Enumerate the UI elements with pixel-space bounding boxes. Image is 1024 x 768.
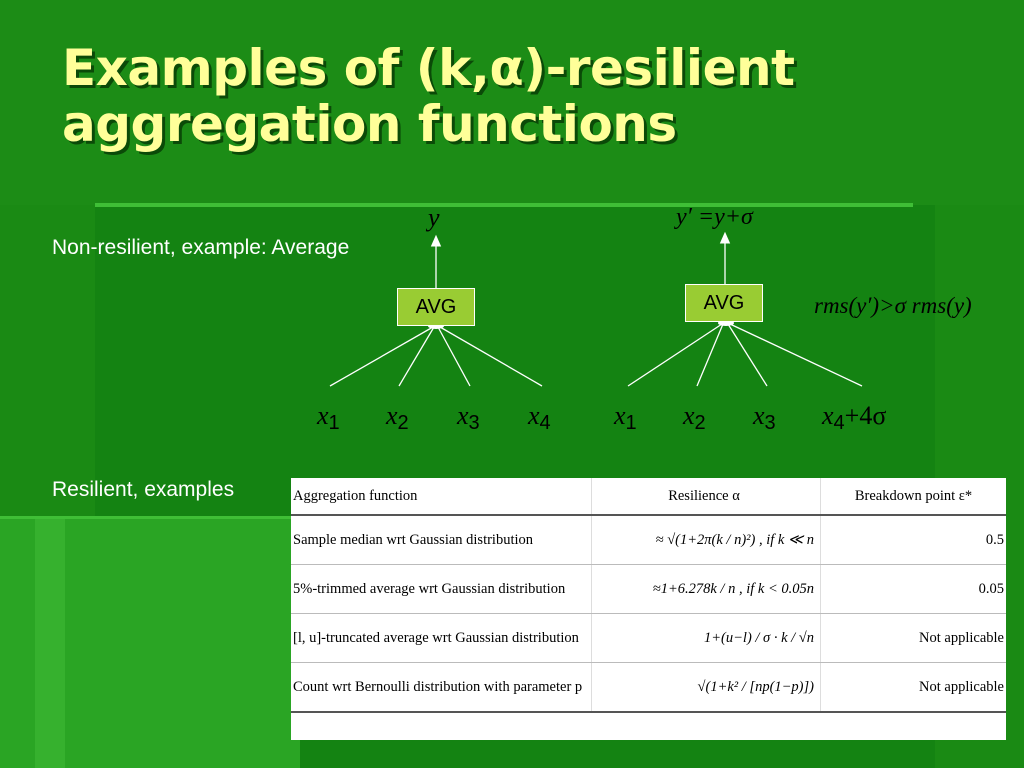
right-input-edge — [696, 323, 724, 387]
background-top — [0, 0, 1024, 205]
column-header-resilience: Resilience α — [591, 478, 821, 516]
cell-function: 5%-trimmed average wrt Gaussian distribu… — [291, 564, 592, 614]
cell-function: Sample median wrt Gaussian distribution — [291, 515, 592, 565]
slide-title-line2: aggregation functions — [62, 95, 677, 153]
right-input-x1: x1 — [614, 401, 637, 435]
left-input-x2: x2 — [386, 401, 409, 435]
right-input-x2: x2 — [683, 401, 706, 435]
background-strip — [35, 518, 65, 768]
cell-breakdown: Not applicable — [820, 662, 1006, 713]
left-input-edge — [398, 326, 435, 387]
left-input-x4: x4 — [528, 401, 551, 435]
column-header-breakdown: Breakdown point ε* — [820, 478, 1006, 516]
left-input-x1: x1 — [317, 401, 340, 435]
table-row: 5%-trimmed average wrt Gaussian distribu… — [291, 564, 1006, 614]
column-header-function: Aggregation function — [291, 478, 592, 516]
table-row: Count wrt Bernoulli distribution with pa… — [291, 662, 1006, 713]
background-line — [0, 516, 300, 519]
right-input-edge — [627, 323, 723, 387]
resilience-table: Aggregation function Resilience α Breakd… — [291, 478, 1006, 740]
right-input-edge — [729, 323, 863, 387]
left-input-edge — [439, 326, 543, 387]
left-avg-node: AVG — [397, 288, 475, 326]
background-line — [95, 203, 913, 207]
cell-breakdown: Not applicable — [820, 613, 1006, 663]
right-output-formula: y′ =y+σ — [676, 204, 753, 230]
slide-title-line1: Examples of (k,α)-resilient — [62, 39, 795, 97]
cell-breakdown: 0.5 — [820, 515, 1006, 565]
left-input-edge — [329, 326, 434, 387]
slide-title: Examples of (k,α)-resilient aggregation … — [62, 39, 795, 153]
table-row: [l, u]-truncated average wrt Gaussian di… — [291, 613, 1006, 663]
table-row: Sample median wrt Gaussian distribution … — [291, 515, 1006, 565]
right-input-x3: x3 — [753, 401, 776, 435]
cell-resilience: ≈1+6.278k / n , if k < 0.05n — [591, 564, 821, 614]
table-header-row: Aggregation function Resilience α Breakd… — [291, 478, 1006, 516]
right-input-edge — [727, 323, 768, 387]
left-output-y: y — [428, 203, 440, 232]
cell-breakdown: 0.05 — [820, 564, 1006, 614]
right-input-x4: x4+4σ — [822, 401, 887, 435]
cell-resilience: ≈ √(1+2π(k / n)²) , if k ≪ n — [591, 515, 821, 565]
right-avg-node: AVG — [685, 284, 763, 322]
resilient-label: Resilient, examples — [52, 478, 235, 501]
cell-function: Count wrt Bernoulli distribution with pa… — [291, 662, 592, 713]
cell-function: [l, u]-truncated average wrt Gaussian di… — [291, 613, 592, 663]
left-input-edge — [437, 326, 471, 387]
cell-resilience: √(1+k² / [np(1−p)]) — [591, 662, 821, 713]
non-resilient-label: Non-resilient, example: Average — [52, 236, 350, 259]
rms-inequality: rms(y′)>σ rms(y) — [814, 293, 972, 318]
cell-resilience: 1+(u−l) / σ · k / √n — [591, 613, 821, 663]
left-input-x3: x3 — [457, 401, 480, 435]
